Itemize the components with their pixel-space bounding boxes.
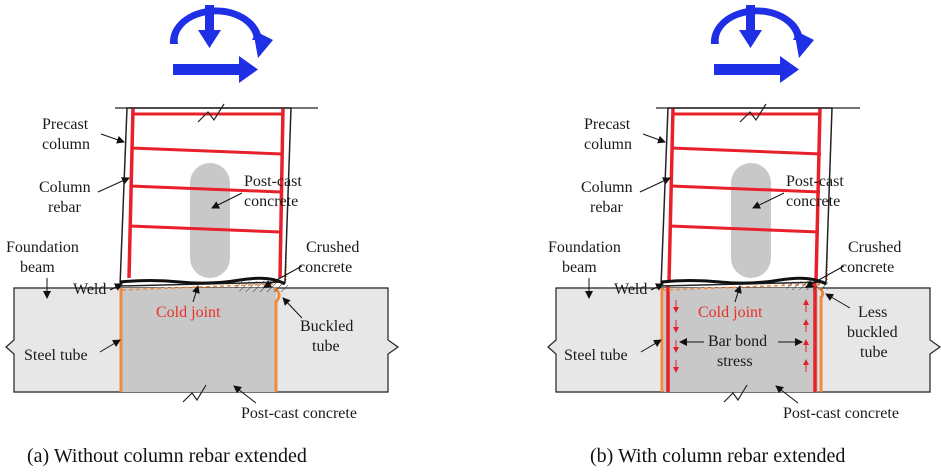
label-less-buckled-tube: Less bbox=[858, 304, 887, 321]
break-line-icon bbox=[197, 103, 225, 123]
label-post-cast-concrete: Post-cast bbox=[244, 173, 302, 190]
label-crushed-concrete: concrete bbox=[298, 259, 352, 276]
load-moment-arrow-icon bbox=[710, 5, 814, 83]
label-bar-bond-stress: Bar bond bbox=[708, 333, 767, 350]
label-column-rebar: Column bbox=[581, 179, 633, 196]
leader-arrow-icon bbox=[639, 177, 671, 193]
column-rebar-left bbox=[127, 107, 135, 279]
leader-arrow-icon bbox=[211, 192, 243, 209]
label-weld: Weld bbox=[73, 281, 106, 298]
panel-b: Precast column Column rebar Foundation b… bbox=[547, 5, 941, 467]
label-precast-column: column bbox=[584, 136, 632, 153]
label-less-buckled-tube: tube bbox=[860, 344, 888, 361]
crushed-concrete-hatch bbox=[780, 280, 828, 290]
leader-arrow-icon bbox=[100, 133, 125, 144]
label-buckled-tube: Buckled bbox=[300, 318, 353, 335]
cold-joint-line bbox=[660, 276, 827, 286]
leader-arrow-icon bbox=[233, 385, 257, 404]
post-cast-concrete-core bbox=[122, 288, 276, 392]
label-column-rebar: rebar bbox=[48, 199, 82, 216]
post-cast-concrete-duct bbox=[190, 163, 230, 278]
column-rebar-right bbox=[278, 107, 285, 279]
load-moment-arrow-icon bbox=[169, 5, 273, 83]
leader-arrow-icon bbox=[734, 285, 742, 303]
label-post-cast-concrete-bottom: Post-cast concrete bbox=[783, 405, 899, 422]
label-weld: Weld bbox=[614, 281, 647, 298]
label-less-buckled-tube: buckled bbox=[847, 324, 898, 341]
caption-panel-a: (a) Without column rebar extended bbox=[27, 445, 307, 467]
break-line-icon bbox=[182, 384, 207, 403]
column-stirrup bbox=[129, 184, 282, 194]
column-rebar-right bbox=[814, 107, 822, 283]
label-column-rebar: rebar bbox=[590, 199, 624, 216]
label-precast-column: Precast bbox=[584, 116, 631, 133]
column-stirrup bbox=[130, 146, 283, 156]
break-line-icon bbox=[739, 103, 767, 123]
label-post-cast-concrete: Post-cast bbox=[786, 173, 844, 190]
label-column-rebar: Column bbox=[39, 179, 91, 196]
leader-arrow-icon bbox=[805, 265, 845, 288]
label-cold-joint: Cold joint bbox=[156, 304, 221, 321]
leader-arrow-icon bbox=[775, 385, 799, 404]
leader-arrow-icon bbox=[752, 192, 785, 209]
label-foundation-beam: beam bbox=[20, 259, 55, 276]
label-post-cast-concrete-bottom: Post-cast concrete bbox=[241, 405, 357, 422]
leader-arrow-icon bbox=[282, 297, 303, 319]
column-stirrup bbox=[129, 224, 281, 234]
label-crushed-concrete: Crushed bbox=[306, 239, 359, 256]
caption-panel-b: (b) With column rebar extended bbox=[590, 445, 845, 467]
leader-arrow-icon bbox=[650, 283, 664, 291]
label-steel-tube: Steel tube bbox=[24, 347, 88, 364]
label-cold-joint: Cold joint bbox=[698, 304, 763, 321]
label-bar-bond-stress: stress bbox=[717, 353, 753, 370]
label-crushed-concrete: Crushed bbox=[848, 239, 901, 256]
column-stirrup bbox=[670, 146, 822, 156]
label-steel-tube: Steel tube bbox=[564, 347, 628, 364]
break-line-icon bbox=[723, 384, 748, 403]
cold-joint-line bbox=[119, 276, 286, 286]
post-cast-concrete-core bbox=[664, 288, 818, 392]
column-rebar-left bbox=[667, 107, 675, 283]
bond-stress-arrows bbox=[673, 299, 809, 373]
leader-arrow-icon bbox=[263, 265, 303, 288]
crushed-concrete-hatch bbox=[230, 280, 288, 292]
label-crushed-concrete: concrete bbox=[840, 259, 894, 276]
column-stirrup bbox=[670, 184, 821, 194]
label-foundation-beam: Foundation bbox=[6, 239, 79, 256]
leader-arrow-icon bbox=[640, 339, 662, 353]
leader-arrow-icon bbox=[97, 177, 130, 193]
leader-arrow-icon bbox=[825, 293, 851, 309]
column-stirrup bbox=[669, 224, 820, 234]
label-post-cast-concrete: concrete bbox=[786, 193, 840, 210]
leader-arrow-icon bbox=[192, 285, 200, 303]
label-precast-column: Precast bbox=[42, 116, 89, 133]
label-post-cast-concrete: concrete bbox=[244, 193, 298, 210]
leader-arrow-icon bbox=[99, 339, 121, 353]
label-precast-column: column bbox=[42, 136, 90, 153]
leader-arrow-icon bbox=[642, 133, 666, 144]
label-foundation-beam: beam bbox=[562, 259, 597, 276]
label-foundation-beam: Foundation bbox=[548, 239, 621, 256]
label-buckled-tube: tube bbox=[312, 338, 340, 355]
leader-arrow-icon bbox=[109, 283, 123, 291]
panel-a: Precast column Column rebar Foundation b… bbox=[5, 5, 400, 467]
post-cast-concrete-duct bbox=[731, 163, 771, 278]
